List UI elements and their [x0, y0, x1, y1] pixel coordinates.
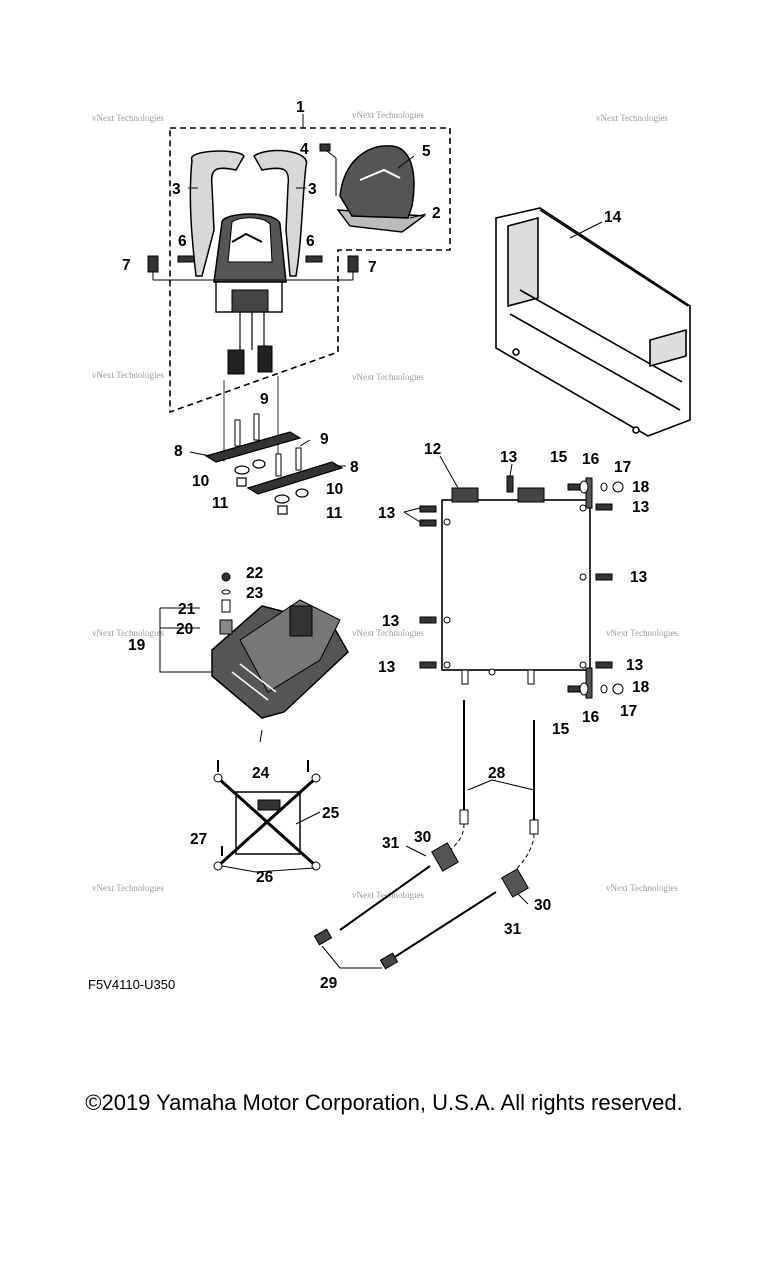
callout-6a: 6 — [178, 233, 187, 250]
callout-18a: 18 — [632, 479, 650, 496]
callout-21: 21 — [178, 601, 196, 618]
bracket-8b — [246, 461, 344, 495]
screw-7b-icon — [347, 255, 359, 273]
callout-20: 20 — [176, 621, 193, 638]
callout-19: 19 — [128, 637, 146, 654]
screw-13-icon — [419, 505, 437, 513]
screws-upper — [147, 143, 359, 281]
watermark-7: vNext Technologies — [92, 628, 164, 638]
callout-31a: 31 — [382, 835, 400, 852]
callout-28: 28 — [488, 765, 506, 782]
watermark-4: vNext Technologies — [92, 370, 164, 380]
callout-9b: 9 — [320, 431, 329, 448]
assembly-boundary — [169, 127, 451, 414]
watermark-8: vNext Technologies — [352, 628, 424, 638]
callout-13e: 13 — [382, 613, 400, 630]
callout-6b: 6 — [306, 233, 315, 250]
callout-8a: 8 — [174, 443, 183, 460]
callout-7b: 7 — [368, 259, 377, 276]
protector-bracket-14 — [495, 207, 691, 437]
callout-4: 4 — [300, 141, 309, 158]
control-unit-12 — [441, 477, 593, 699]
callout-17a: 17 — [614, 459, 631, 476]
callout-22: 22 — [246, 565, 263, 582]
callout-5: 5 — [422, 143, 431, 160]
copyright-text: ©2019 Yamaha Motor Corporation, U.S.A. A… — [85, 1090, 683, 1115]
callout-15b: 15 — [552, 721, 570, 738]
callout-13a: 13 — [500, 449, 518, 466]
bracket-8a — [204, 431, 302, 463]
callout-29: 29 — [320, 975, 338, 992]
callout-8b: 8 — [350, 459, 359, 476]
callout-24: 24 — [252, 765, 270, 782]
callout-13g: 13 — [626, 657, 644, 674]
mounting-plate-24 — [213, 760, 321, 871]
screw-6b-icon — [305, 255, 323, 263]
screw-7a-icon — [147, 255, 159, 273]
screw-6a-icon — [177, 255, 195, 263]
diagram-code: F5V4110-U350 — [88, 977, 176, 992]
callouts: 1 2 3 3 4 5 6 6 7 7 8 8 9 9 10 10 11 11 … — [122, 99, 650, 992]
callout-13c: 13 — [632, 499, 650, 516]
callout-11a: 11 — [212, 495, 229, 512]
callout-17b: 17 — [620, 703, 637, 720]
callout-15a: 15 — [550, 449, 568, 466]
callout-16b: 16 — [582, 709, 600, 726]
watermark-5: vNext Technologies — [352, 372, 424, 382]
screw-4-icon — [319, 143, 331, 152]
callout-12: 12 — [424, 441, 441, 458]
callout-2: 2 — [432, 205, 441, 222]
callout-18b: 18 — [632, 679, 650, 696]
callout-31b: 31 — [504, 921, 522, 938]
callout-25: 25 — [322, 805, 340, 822]
callout-26: 26 — [256, 869, 274, 886]
callout-7a: 7 — [122, 257, 131, 274]
watermark-12: vNext Technologies — [606, 883, 678, 893]
watermark-3: vNext Technologies — [596, 113, 668, 123]
harness-controller-19 — [159, 572, 349, 719]
callout-23: 23 — [246, 585, 264, 602]
callout-10b: 10 — [326, 481, 343, 498]
cables — [313, 700, 539, 970]
watermark-10: vNext Technologies — [92, 883, 164, 893]
callout-10a: 10 — [192, 473, 209, 490]
cover-and-base — [322, 145, 426, 233]
callout-1: 1 — [296, 99, 305, 116]
callout-27: 27 — [190, 831, 207, 848]
screws-13 — [419, 475, 624, 696]
callout-9a: 9 — [260, 391, 269, 408]
callout-30a: 30 — [414, 829, 431, 846]
callout-13f: 13 — [378, 659, 396, 676]
callout-11b: 11 — [326, 505, 343, 522]
watermark-1: vNext Technologies — [92, 113, 164, 123]
callout-3a: 3 — [172, 181, 181, 198]
watermark-2: vNext Technologies — [352, 110, 424, 120]
watermark-9: vNext Technologies — [606, 628, 678, 638]
callout-30b: 30 — [534, 897, 551, 914]
callout-16a: 16 — [582, 451, 600, 468]
callout-13b: 13 — [378, 505, 396, 522]
remote-control-head — [189, 149, 308, 375]
leader-lines — [188, 155, 603, 905]
callout-14: 14 — [604, 209, 622, 226]
mounting-brackets — [204, 413, 344, 515]
callout-3b: 3 — [308, 181, 317, 198]
callout-13d: 13 — [630, 569, 648, 586]
